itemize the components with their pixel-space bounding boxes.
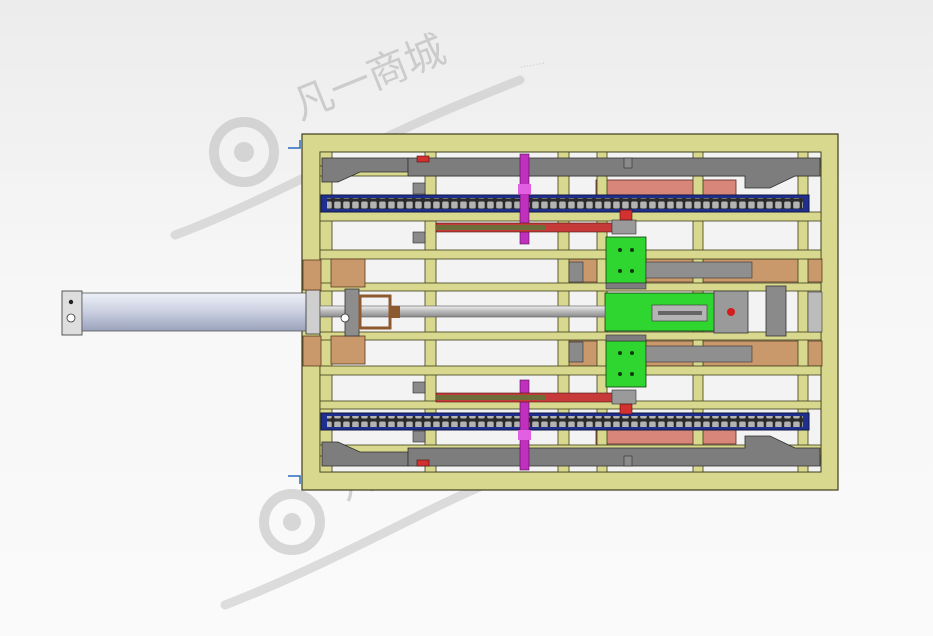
lead-screw-bottom <box>435 389 637 405</box>
end-block-right <box>713 285 823 337</box>
chain-bottom <box>320 412 810 431</box>
small-brackets <box>412 157 633 467</box>
corner-hooks <box>288 140 301 484</box>
magenta-shafts <box>518 153 531 471</box>
lead-screw-top <box>435 219 637 235</box>
watermark-dots: ........ <box>519 56 546 71</box>
chain-top <box>320 194 810 213</box>
red-blocks <box>416 155 633 467</box>
wood-bracket-left <box>302 258 400 367</box>
gray-guide-rails <box>321 157 821 467</box>
green-slider-top <box>605 236 753 290</box>
center-carriage <box>604 292 716 332</box>
green-slider-bottom <box>605 334 753 388</box>
pneumatic-cylinder <box>61 289 606 336</box>
